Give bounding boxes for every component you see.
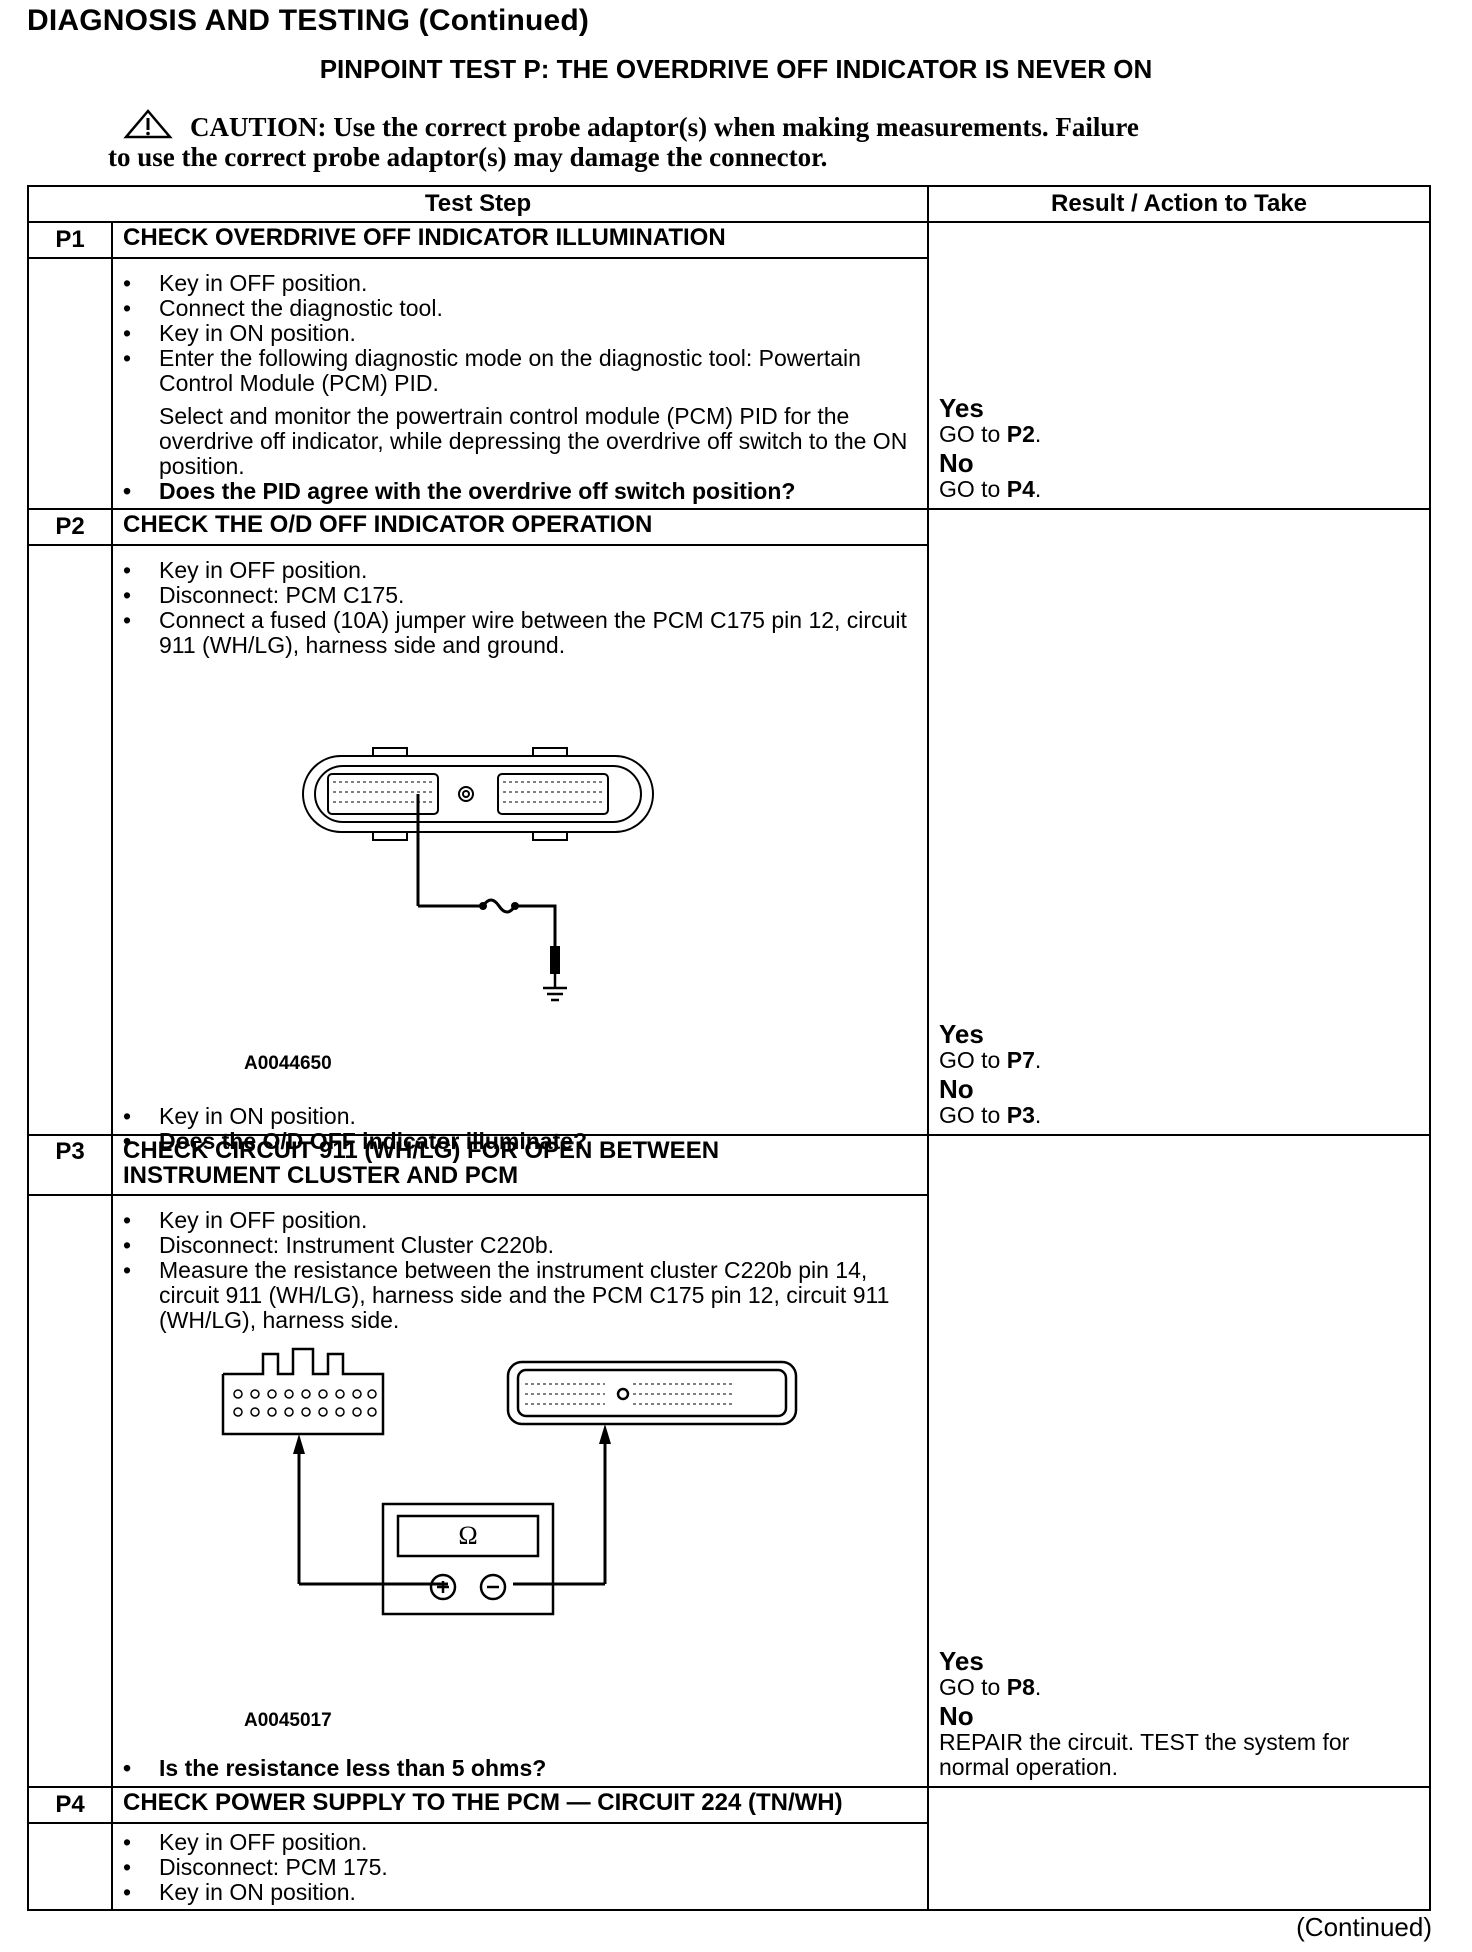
- step-title-line: INSTRUMENT CLUSTER AND PCM: [123, 1162, 519, 1189]
- step-item: Key in OFF position.: [123, 1208, 927, 1234]
- result-yes-label: Yes: [939, 393, 984, 423]
- step-id-spacer: [27, 257, 112, 510]
- step-item: Connect a fused (10A) jumper wire betwee…: [123, 608, 927, 658]
- step-item: Key in ON position.: [123, 321, 927, 347]
- header-test-step: Test Step: [27, 185, 929, 223]
- pcm-connector-c175: [506, 1360, 798, 1426]
- result-yes-action: GO to P7.: [939, 1047, 1042, 1073]
- pinpoint-test-table: Test Step Result / Action to Take P1 CHE…: [27, 185, 1431, 1911]
- result-no-label: No: [939, 448, 974, 478]
- result-no-action: GO to P4.: [939, 476, 1042, 502]
- step-item: Disconnect: PCM 175.: [123, 1855, 927, 1881]
- result-p3: Yes GO to P8. No REPAIR the circuit. TES…: [927, 1134, 1431, 1788]
- fuse-icon: [481, 898, 517, 914]
- probe-clip: [550, 946, 560, 974]
- result-yes-action: GO to P8.: [939, 1674, 1042, 1700]
- ohm-symbol: Ω: [458, 1521, 477, 1550]
- step-note: Select and monitor the powertrain contro…: [159, 403, 908, 479]
- result-no-label: No: [939, 1701, 974, 1731]
- step-question: Is the resistance less than 5 ohms?: [123, 1756, 927, 1782]
- figure-id: A0044650: [244, 1053, 332, 1074]
- step-id-p4: P4: [27, 1786, 113, 1824]
- step-item: Key in ON position.: [123, 1104, 927, 1130]
- caution-warning-icon: [123, 109, 173, 139]
- result-no-action: GO to P3.: [939, 1102, 1042, 1128]
- step-item: Disconnect: PCM C175.: [123, 583, 927, 609]
- step-body-p4: Key in OFF position. Disconnect: PCM 175…: [111, 1822, 929, 1911]
- result-p2: Yes GO to P7. No GO to P3.: [927, 508, 1431, 1136]
- step-question: Does the O/D OFF indicator illuminate?: [123, 1129, 927, 1155]
- resistance-measurement-diagram: Ω: [221, 1347, 798, 1616]
- result-no-label: No: [939, 1074, 974, 1104]
- pinpoint-test-title: PINPOINT TEST P: THE OVERDRIVE OFF INDIC…: [319, 54, 1153, 84]
- continued-footer: (Continued): [1296, 1912, 1432, 1942]
- caution-note: CAUTION: Use the correct probe adaptor(s…: [108, 112, 1358, 172]
- step-body-p1: Key in OFF position. Connect the diagnos…: [111, 257, 929, 510]
- caution-line-1: CAUTION: Use the correct probe adaptor(s…: [190, 112, 1139, 142]
- caution-line-2: to use the correct probe adaptor(s) may …: [108, 142, 828, 172]
- connector-pins: [333, 781, 603, 803]
- step-title-p1: CHECK OVERDRIVE OFF INDICATOR ILLUMINATI…: [111, 221, 929, 259]
- instrument-cluster-connector-c220b: [221, 1347, 385, 1436]
- step-title-p2: CHECK THE O/D OFF INDICATOR OPERATION: [111, 508, 929, 546]
- step-id-spacer: [27, 544, 113, 1136]
- step-item: Key in OFF position.: [123, 558, 927, 584]
- step-id-p3: P3: [27, 1134, 113, 1196]
- ohmmeter: [381, 1502, 555, 1616]
- step-item: Measure the resistance between the instr…: [123, 1258, 927, 1333]
- pcm-jumper-wire-diagram: [302, 747, 654, 1002]
- step-id-p1: P1: [27, 221, 113, 259]
- step-item: Key in OFF position.: [123, 1830, 927, 1856]
- step-item: Disconnect: Instrument Cluster C220b.: [123, 1233, 927, 1259]
- result-no-action: REPAIR the circuit. TEST the system for …: [939, 1729, 1350, 1780]
- pcm-connector-c175: [302, 747, 654, 841]
- step-id-spacer: [27, 1194, 113, 1788]
- result-p4: [927, 1786, 1431, 1911]
- step-item: Key in ON position.: [123, 1880, 927, 1906]
- step-body-p3: Key in OFF position. Disconnect: Instrum…: [111, 1194, 929, 1788]
- figure-id: A0045017: [244, 1710, 332, 1731]
- step-item: Enter the following diagnostic mode on t…: [123, 346, 927, 396]
- step-id-spacer: [27, 1822, 113, 1911]
- section-title: DIAGNOSIS AND TESTING (Continued): [27, 4, 590, 37]
- ground-icon: [543, 974, 567, 1002]
- header-result-action: Result / Action to Take: [927, 185, 1431, 223]
- step-id-p2: P2: [27, 508, 113, 546]
- step-question: Does the PID agree with the overdrive of…: [123, 479, 927, 505]
- result-p1: Yes GO to P2. No GO to P4.: [927, 221, 1431, 510]
- connector-pins: [233, 1389, 377, 1417]
- step-body-p2: Key in OFF position. Disconnect: PCM C17…: [111, 544, 929, 1154]
- step-item: Key in OFF position.: [123, 271, 927, 297]
- result-yes-label: Yes: [939, 1646, 984, 1676]
- step-title-p4: CHECK POWER SUPPLY TO THE PCM — CIRCUIT …: [111, 1786, 929, 1824]
- result-yes-action: GO to P2.: [939, 421, 1042, 447]
- step-item: Connect the diagnostic tool.: [123, 296, 927, 322]
- result-yes-label: Yes: [939, 1019, 984, 1049]
